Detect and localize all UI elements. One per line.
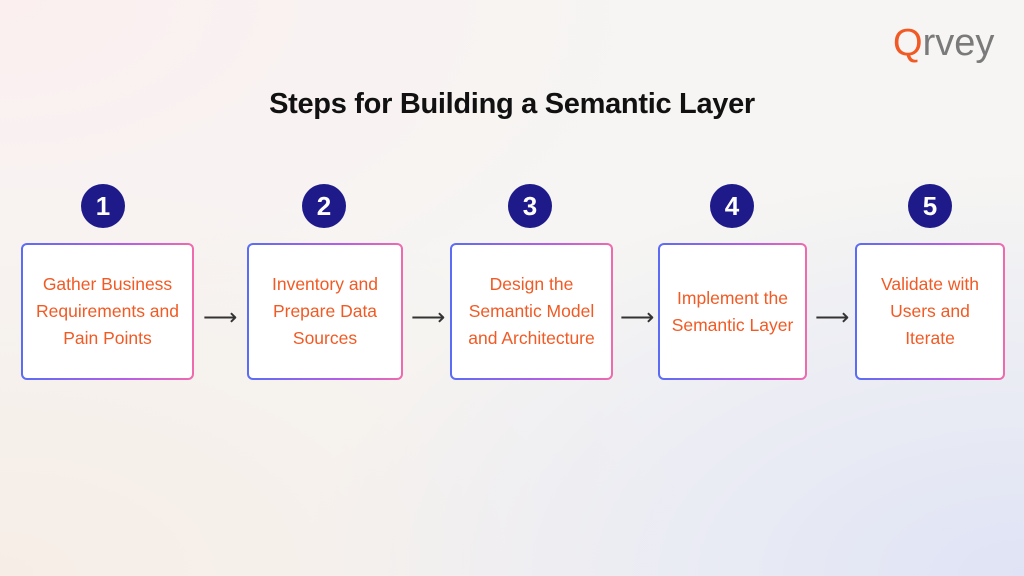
logo-q: Q — [893, 22, 923, 64]
step-box-1: Gather Business Requirements and Pain Po… — [21, 243, 194, 380]
step-box-3: Design the Semantic Model and Architectu… — [450, 243, 613, 380]
step-number-5: 5 — [908, 184, 952, 228]
arrow-right-icon: ⟶ — [411, 304, 446, 331]
logo-text: rvey — [922, 22, 995, 64]
qrvey-logo: Qrvey — [893, 22, 994, 65]
step-number-4: 4 — [710, 184, 754, 228]
page-title: Steps for Building a Semantic Layer — [269, 88, 755, 120]
step-number-2: 2 — [302, 184, 346, 228]
step-number-3: 3 — [508, 184, 552, 228]
step-box-2: Inventory and Prepare Data Sources — [247, 243, 403, 380]
step-box-4: Implement the Semantic Layer — [658, 243, 807, 380]
arrow-right-icon: ⟶ — [203, 304, 238, 331]
arrow-right-icon: ⟶ — [620, 304, 655, 331]
step-number-1: 1 — [81, 184, 125, 228]
step-box-5: Validate with Users and Iterate — [855, 243, 1005, 380]
arrow-right-icon: ⟶ — [815, 304, 850, 331]
